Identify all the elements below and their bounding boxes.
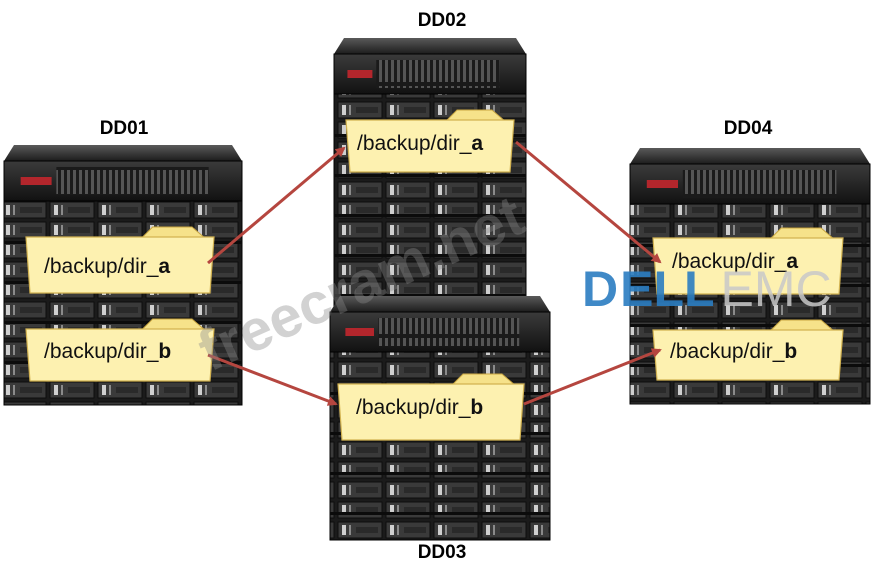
rack-vent <box>56 167 209 195</box>
node-label-dd01: DD01 <box>99 118 149 139</box>
brand-badge <box>20 177 52 185</box>
rack-vent <box>378 318 520 346</box>
folder-body <box>25 328 215 382</box>
shelf-separator <box>334 294 526 297</box>
brand-badge <box>345 328 374 336</box>
folder-body <box>652 329 844 381</box>
rack-vent <box>376 60 500 88</box>
folder-dd03-dir-b: /backup/dir_b <box>337 373 525 441</box>
folder-dd01-dir-b: /backup/dir_b <box>25 318 215 382</box>
folder-dd01-dir-b-label: /backup/dir_b <box>44 340 171 363</box>
rack-lid <box>4 145 242 161</box>
rack-lid <box>334 38 526 54</box>
rack-vent <box>682 170 837 198</box>
folder-dd04-dir-b-label: /backup/dir_b <box>670 340 797 363</box>
folder-body <box>25 236 215 294</box>
replication-arrow-dd01-dd02 <box>207 146 346 265</box>
node-label-dd04: DD04 <box>723 118 773 139</box>
folder-body <box>652 237 844 295</box>
brand-badge <box>646 180 678 188</box>
node-label-dd02: DD02 <box>417 10 467 31</box>
replication-arrow-dd02-dd04 <box>515 140 662 264</box>
replication-arrow-dd01-dd03 <box>207 353 338 406</box>
shelf-separator <box>4 321 242 324</box>
replication-arrow-dd03-dd04 <box>523 348 662 406</box>
shelf-separator <box>630 324 870 327</box>
folder-dd04-dir-a-label: /backup/dir_a <box>672 250 798 273</box>
folder-dd02-dir-a: /backup/dir_a <box>345 109 515 173</box>
folder-body <box>345 119 515 173</box>
rack-drive-shelves <box>329 351 551 541</box>
folder-body <box>337 383 525 441</box>
folder-dd01-dir-a-label: /backup/dir_a <box>44 255 170 278</box>
shelf-separator <box>334 254 526 257</box>
rack-lid <box>330 296 550 312</box>
node-label-dd03: DD03 <box>417 542 467 563</box>
folder-dd04-dir-b: /backup/dir_b <box>652 319 844 381</box>
shelf-separator <box>330 512 550 515</box>
rack-lid <box>630 148 870 164</box>
shelf-separator <box>334 214 526 217</box>
brand-badge <box>347 70 373 78</box>
shelf-separator <box>330 472 550 475</box>
folder-dd04-dir-a: /backup/dir_a <box>652 227 844 295</box>
folder-dd01-dir-a: /backup/dir_a <box>25 226 215 294</box>
shelf-separator <box>334 174 526 177</box>
folder-dd03-dir-b-label: /backup/dir_b <box>356 396 483 419</box>
folder-dd02-dir-a-label: /backup/dir_a <box>357 132 483 155</box>
